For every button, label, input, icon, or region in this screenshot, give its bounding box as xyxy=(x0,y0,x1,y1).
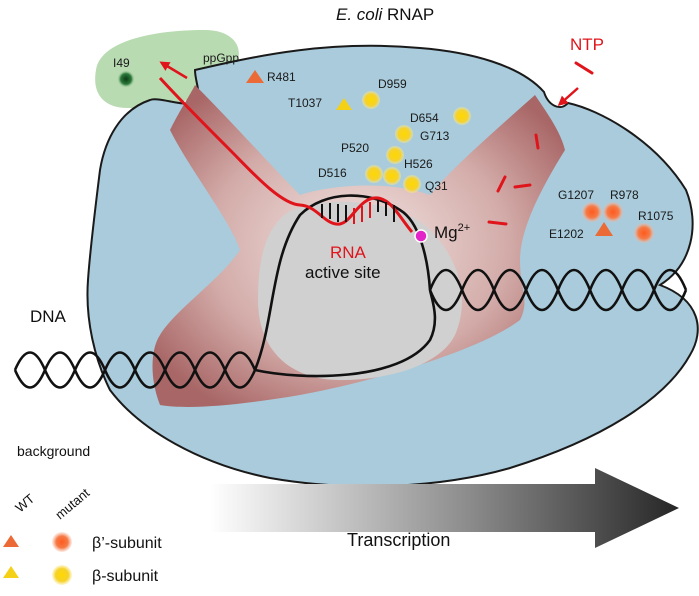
residue-p520: P520 xyxy=(341,141,369,155)
legend: background WT mutant β’-subunit β-subuni… xyxy=(3,443,162,585)
beta-prime-mutant-r1075 xyxy=(634,223,654,243)
residue-i49: I49 xyxy=(113,56,130,70)
rna-strand xyxy=(158,76,414,233)
beta-mutant-q31 xyxy=(403,175,421,193)
mg-symbol: Mg xyxy=(434,223,458,242)
residue-d654: D654 xyxy=(410,111,439,125)
transcription-label: Transcription xyxy=(347,530,450,550)
magnesium-ion xyxy=(414,229,428,243)
ntp-label: NTP xyxy=(570,35,604,54)
mg-charge: 2+ xyxy=(458,222,471,234)
beta-prime-wt-e1202 xyxy=(595,222,613,236)
diagram-title: E. coli RNAP xyxy=(336,5,434,24)
residue-t1037: T1037 xyxy=(288,96,322,110)
omega-mutant-i49 xyxy=(117,70,135,88)
ppgpp-label: ppGpp xyxy=(203,51,239,65)
title-rest: RNAP xyxy=(382,5,434,24)
beta-wt-t1037 xyxy=(336,98,352,110)
mg-label: Mg2+ xyxy=(434,222,470,242)
beta-mutant-d516 xyxy=(383,167,401,185)
rna-dna-base-pairs xyxy=(321,200,395,222)
residue-e1202: E1202 xyxy=(549,227,584,241)
residue-r978: R978 xyxy=(610,188,639,202)
beta-mutant-p520 xyxy=(386,146,404,164)
title-italic: E. coli xyxy=(336,5,384,24)
active-site-label: active site xyxy=(305,263,381,282)
ntp-dashes xyxy=(487,61,594,226)
residue-r1075: R1075 xyxy=(638,209,674,223)
beta-mutant-d959 xyxy=(362,91,380,109)
legend-wt: WT xyxy=(12,491,37,516)
beta-prime-wt-r481 xyxy=(246,70,264,83)
residue-g1207: G1207 xyxy=(558,188,594,202)
beta-mutant-h526 xyxy=(365,165,383,183)
beta-prime-mutant-g1207 xyxy=(582,202,602,222)
transcription-arrow xyxy=(210,468,679,548)
legend-beta-prime: β’-subunit xyxy=(92,535,162,552)
legend-beta-mutant-icon xyxy=(52,565,72,585)
legend-beta-prime-mutant-icon xyxy=(52,532,72,552)
beta-mutant-d654 xyxy=(453,107,471,125)
legend-mutant: mutant xyxy=(52,485,92,522)
residue-r481: R481 xyxy=(267,70,296,84)
residue-h526: H526 xyxy=(404,157,433,171)
residue-d959: D959 xyxy=(378,77,407,91)
legend-beta-wt-icon xyxy=(3,566,19,578)
rna-label: RNA xyxy=(330,243,367,262)
residue-g713: G713 xyxy=(420,129,450,143)
beta-prime-mutant-r978 xyxy=(603,202,623,222)
legend-beta-prime-wt-icon xyxy=(3,535,19,547)
legend-beta: β-subunit xyxy=(92,568,159,585)
active-site-cavity xyxy=(258,201,462,380)
beta-mutant-g713 xyxy=(395,125,413,143)
residue-d516: D516 xyxy=(318,166,347,180)
ntp-arrow xyxy=(557,87,579,106)
rna-exit-arrow xyxy=(159,61,188,80)
residue-q31: Q31 xyxy=(425,179,448,193)
dna-label: DNA xyxy=(30,307,67,326)
rna-base-pairs xyxy=(353,202,371,224)
legend-heading: background xyxy=(17,443,90,459)
